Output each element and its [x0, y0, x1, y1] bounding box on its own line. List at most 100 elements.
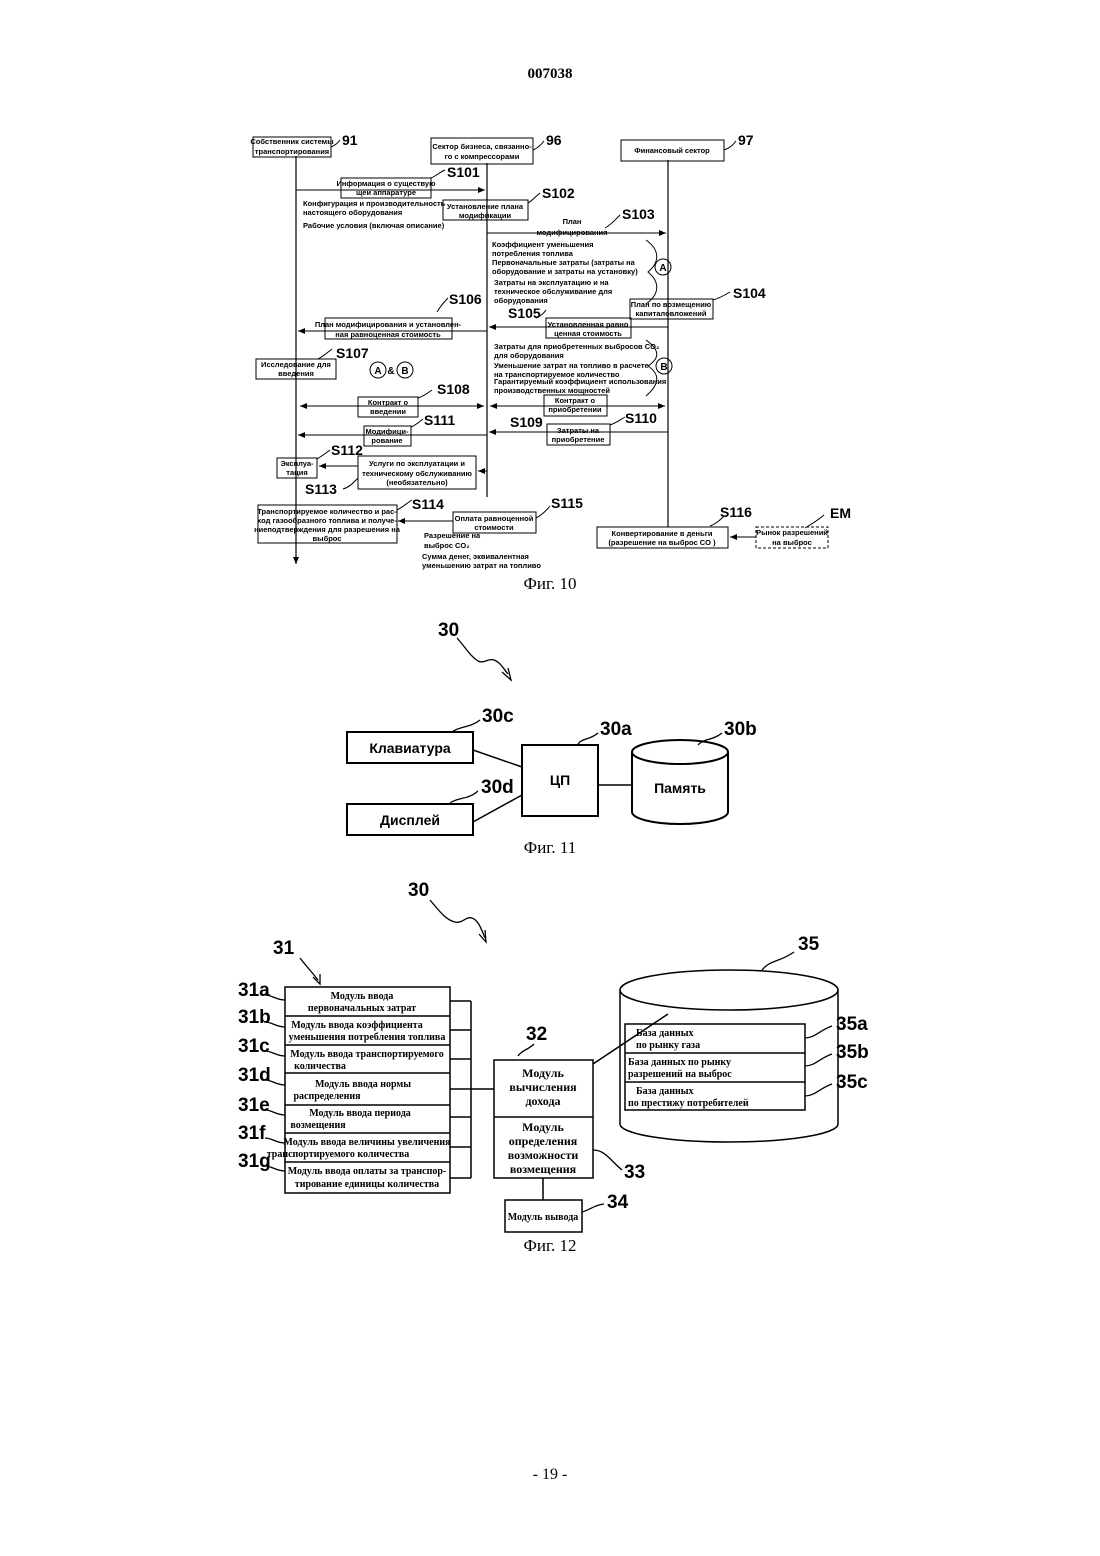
figure-12-text: 30 31 31a Модуль ввода первоначальных за…: [238, 880, 869, 1223]
s102-box-line-2: модификации: [459, 211, 512, 220]
module-31b-line-1: Модуль ввода коэффициента: [291, 1020, 423, 1031]
det-line-1: Модуль: [522, 1120, 564, 1134]
s110-box-line-1: Затраты на: [557, 426, 600, 435]
s105-note-3: Уменьшение затрат на топливо в расчете: [494, 361, 649, 370]
actor-business-num: 96: [546, 132, 562, 148]
figure-11: [347, 638, 728, 835]
s107-label: S107: [336, 345, 369, 361]
calc-line-2: вычисления: [509, 1080, 577, 1094]
s115-box-line-1: Оплата равноценной: [455, 514, 534, 523]
module-31c-line-2: количества: [294, 1061, 346, 1072]
actor-owner-label-2: транспортирования: [255, 147, 329, 156]
svg-text:Собственник системы: Собственник системы: [250, 137, 333, 146]
mark-ab-amp: &: [387, 366, 394, 377]
keyboard-num: 30c: [482, 706, 514, 727]
s108-box-line-1: Контракт о: [368, 398, 409, 407]
s114-box-line-4: выброс: [313, 534, 342, 543]
module-31e-line-1: Модуль ввода периода: [309, 1108, 411, 1119]
s115-note-3: Сумма денег, эквивалентная: [422, 552, 529, 561]
display-num: 30d: [481, 777, 514, 798]
s108-label: S108: [437, 381, 470, 397]
s103-text-1: План: [563, 217, 582, 226]
module-31b-num: 31b: [238, 1007, 271, 1028]
s109-box-line-2: приобретении: [548, 405, 602, 414]
calc-line-3: дохода: [525, 1094, 560, 1108]
s102-box-line-1: Установление плана: [447, 202, 524, 211]
em-label: EM: [830, 505, 851, 521]
memory-label: Память: [654, 780, 706, 796]
module-31c-line-1: Модуль ввода транспортируемого: [290, 1049, 443, 1060]
s111-box-line-2: рование: [371, 436, 402, 445]
module-31g-num: 31g: [238, 1151, 271, 1172]
module-31d-line-2: распределения: [293, 1091, 361, 1102]
s113-box-line-2: техническому обслуживанию: [362, 469, 472, 478]
fig10-caption: Фиг. 10: [0, 574, 1100, 594]
s110-box-line-2: приобретение: [552, 435, 605, 444]
db-35c-line-1: База данных: [636, 1086, 694, 1097]
cpu-num: 30a: [600, 719, 632, 740]
s103-text-2: модифицирования: [536, 228, 607, 237]
s116-label: S116: [720, 504, 752, 520]
db-35a-line-1: База данных: [636, 1028, 694, 1039]
s116-box-line-1: Конвертирование в деньги: [612, 529, 713, 538]
s103-note-1: Коэффициент уменьшения: [492, 240, 594, 249]
s111-label: S111: [424, 412, 455, 428]
s112-label: S112: [331, 442, 363, 458]
s108-box-line-2: введении: [370, 407, 406, 416]
s105-note-6: производственных мощностей: [494, 386, 610, 395]
s115-note-1: Разрешение на: [424, 531, 481, 540]
s101-note-3: Рабочие условия (включая описание): [303, 221, 445, 230]
s106-box-line-1: План модифицирования и установлен-: [315, 320, 462, 329]
svg-text:транспортирования: транспортирования: [255, 147, 329, 156]
module-31e-num: 31e: [238, 1095, 270, 1116]
det-line-2: определения: [509, 1134, 578, 1148]
s101-label: S101: [447, 164, 480, 180]
fig12-ref: 30: [408, 880, 429, 901]
s105-note-1: Затраты для приобретенных выбросов CO₂: [494, 342, 659, 351]
mark-b: B: [660, 362, 667, 373]
det-line-3: возможности: [508, 1148, 579, 1162]
s114-box-line-1: Транспортируемое количество и рас-: [257, 507, 397, 516]
actor-finance-label: Финансовый сектор: [634, 146, 710, 155]
s116-box-line-2: (разрешение на выброс CO ): [608, 538, 716, 547]
db-35a-line-2: по рынку газа: [636, 1040, 700, 1051]
module-31c-num: 31c: [238, 1036, 270, 1057]
s103-note-6: техническое обслуживание для: [494, 287, 612, 296]
keyboard-label: Клавиатура: [369, 740, 451, 756]
figure-10-text: Собственник системы транспортирования 91…: [250, 132, 851, 570]
s103-note-3: Первоначальные затраты (затраты на: [492, 258, 636, 267]
db-35c-num: 35c: [836, 1072, 868, 1093]
figure-11-text: 30 Клавиатура 30c Дисплей 30d ЦП 30a Пам…: [369, 620, 756, 828]
db-35b-line-2: разрешений на выброс: [628, 1069, 732, 1080]
calc-num: 32: [526, 1024, 547, 1045]
s104-label: S104: [733, 285, 766, 301]
em-box-line-2: на выброс: [772, 538, 812, 547]
s115-note-4: уменьшению затрат на топливо: [422, 561, 541, 570]
fig12-caption: Фиг. 12: [0, 1236, 1100, 1256]
display-label: Дисплей: [380, 812, 440, 828]
s112-box-line-2: тация: [286, 468, 307, 477]
s113-label: S113: [305, 481, 337, 497]
det-num: 33: [624, 1162, 645, 1183]
s115-box-line-2: стоимости: [474, 523, 514, 532]
output-module-num: 34: [607, 1192, 629, 1213]
memory-num: 30b: [724, 719, 757, 740]
s112-box-line-1: Эксплуа-: [280, 459, 314, 468]
s101-box-line-2: щей аппаратуре: [356, 188, 416, 197]
module-31f-line-1: Модуль ввода величины увеличения: [283, 1137, 451, 1148]
output-module-label: Модуль вывода: [508, 1212, 579, 1223]
em-box-line-1: Рынок разрешений: [756, 528, 828, 537]
actor-business-label-1: Сектор бизнеса, связанно-: [432, 142, 532, 151]
s107-box-line-2: введения: [278, 369, 314, 378]
s103-label: S103: [622, 206, 655, 222]
module-31b-line-2: уменьшения потребления топлива: [289, 1032, 446, 1043]
actor-business-label-2: го с компрессорами: [445, 152, 520, 161]
s106-box-line-2: ная равноценная стоимость: [335, 330, 441, 339]
cpu-label: ЦП: [550, 772, 570, 788]
s113-box-line-1: Услуги по эксплуатации и: [369, 459, 465, 468]
module-31g-line-2: тирование единицы количества: [295, 1179, 439, 1190]
db-35b-num: 35b: [836, 1042, 869, 1063]
s105-label: S105: [508, 305, 541, 321]
s115-label: S115: [551, 495, 583, 511]
fig11-caption: Фиг. 11: [0, 838, 1100, 858]
